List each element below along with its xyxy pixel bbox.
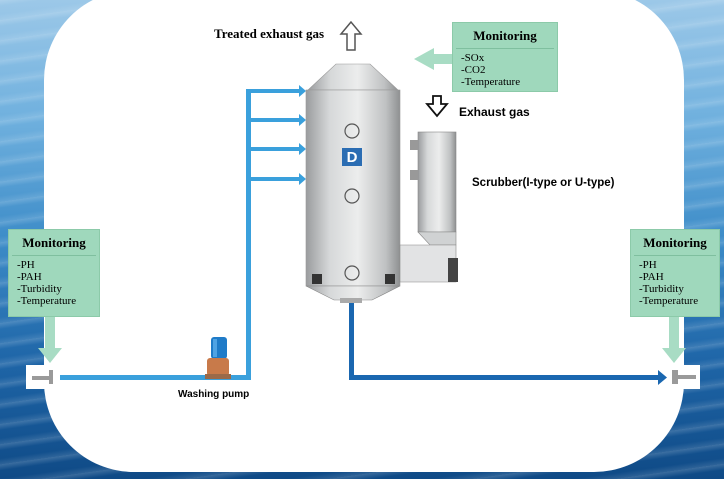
monitor-item: -PAH: [639, 271, 664, 283]
monitoring-title: Monitoring: [634, 230, 716, 256]
spray-arrow-4: [251, 173, 306, 185]
washing-pump-icon: [205, 337, 231, 379]
scrubber-label: Scrubber(I-type or U-type): [472, 177, 615, 189]
monitor-item: -Temperature: [639, 295, 699, 307]
manhole-3: [344, 265, 360, 281]
exhaust-gas-down-arrow: [425, 95, 449, 118]
monitor-arrow-gas: [414, 48, 452, 70]
monitor-item: -PAH: [17, 271, 42, 283]
spray-arrow-2: [251, 114, 306, 126]
spray-arrows: [251, 85, 306, 185]
monitor-item: -Turbidity: [17, 283, 62, 295]
monitoring-box-inlet: Monitoring -PH -PAH -Turbidity -Temperat…: [8, 229, 100, 317]
outlet-valve: [670, 365, 700, 389]
monitor-item: -PH: [639, 259, 657, 271]
washing-pump-label: Washing pump: [178, 389, 250, 400]
manhole-2: [344, 188, 360, 204]
treated-gas-up-arrow: [339, 20, 363, 51]
svg-text:D: D: [347, 149, 358, 166]
inlet-valve: [26, 365, 56, 389]
exhaust-gas-label: Exhaust gas: [459, 105, 530, 119]
scrubber-tower: D: [305, 63, 401, 303]
treated-exhaust-gas-label: Treated exhaust gas: [214, 26, 325, 41]
manhole-1: [344, 123, 360, 139]
spray-arrow-3: [251, 143, 306, 155]
monitor-arrow-outlet: [662, 315, 686, 363]
monitor-item: -PH: [17, 259, 35, 271]
monitor-item: -SOx: [461, 52, 485, 64]
inlet-pipe-horizontal: [60, 375, 250, 380]
monitoring-title: Monitoring: [456, 23, 554, 49]
logo-icon: D: [342, 148, 362, 166]
monitoring-title: Monitoring: [12, 230, 96, 256]
monitoring-box-gas: Monitoring -SOx -CO2 -Temperature: [452, 22, 558, 92]
monitor-item: -Temperature: [461, 76, 521, 88]
monitoring-box-outlet: Monitoring -PH -PAH -Turbidity -Temperat…: [630, 229, 720, 317]
monitor-item: -Temperature: [17, 295, 77, 307]
spray-arrow-1: [251, 85, 306, 97]
inlet-pipe: [60, 85, 306, 380]
outlet-pipe: [349, 300, 667, 385]
scrubber-inlet: [399, 131, 458, 283]
monitor-item: -Turbidity: [639, 283, 684, 295]
monitor-item: -CO2: [461, 64, 486, 76]
inlet-pipe-vertical: [246, 89, 251, 380]
monitor-arrow-inlet: [38, 315, 62, 363]
